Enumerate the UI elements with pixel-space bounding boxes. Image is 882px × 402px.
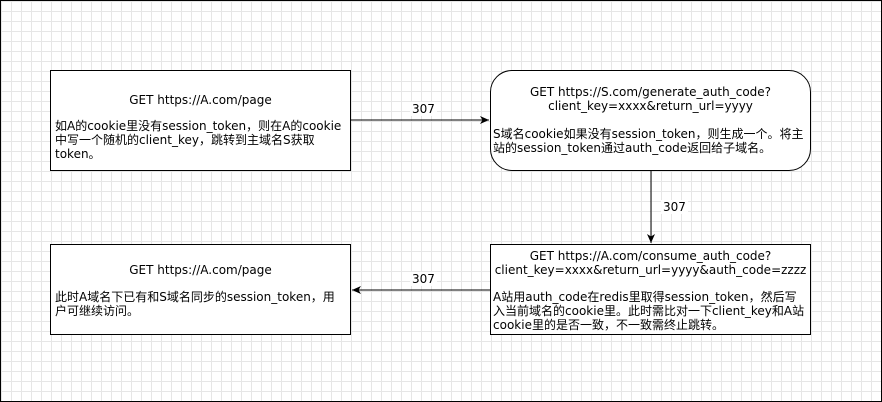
edge-label-307: 307 — [410, 102, 437, 116]
node-a-consume-auth-code[interactable]: GET https://A.com/consume_auth_code? cli… — [490, 244, 811, 335]
edge-label-307: 307 — [661, 200, 688, 214]
node-description: 此时A域名下已有和S域名同步的session_token，用户可继续访问。 — [55, 290, 335, 318]
node-description: S域名cookie如果没有session_token，则生成一个。将主站的ses… — [493, 127, 804, 155]
node-description: A站用auth_code在redis里取得session_token，然后写入当… — [493, 290, 805, 332]
node-a-page[interactable]: GET https://A.com/page 如A的cookie里没有sessi… — [50, 70, 351, 171]
node-a-final-page[interactable]: GET https://A.com/page 此时A域名下已有和S域名同步的se… — [50, 244, 351, 335]
node-description: 如A的cookie里没有session_token，则在A的cookie中写一个… — [55, 119, 342, 161]
node-title: GET https://A.com/page — [129, 93, 272, 107]
node-s-generate-auth-code[interactable]: GET https://S.com/generate_auth_code? cl… — [490, 70, 811, 171]
node-title: GET https://A.com/page — [129, 263, 272, 277]
edge-label-307: 307 — [410, 272, 437, 286]
node-title: GET https://S.com/generate_auth_code? cl… — [529, 85, 772, 113]
node-title: GET https://A.com/consume_auth_code? cli… — [494, 249, 807, 277]
